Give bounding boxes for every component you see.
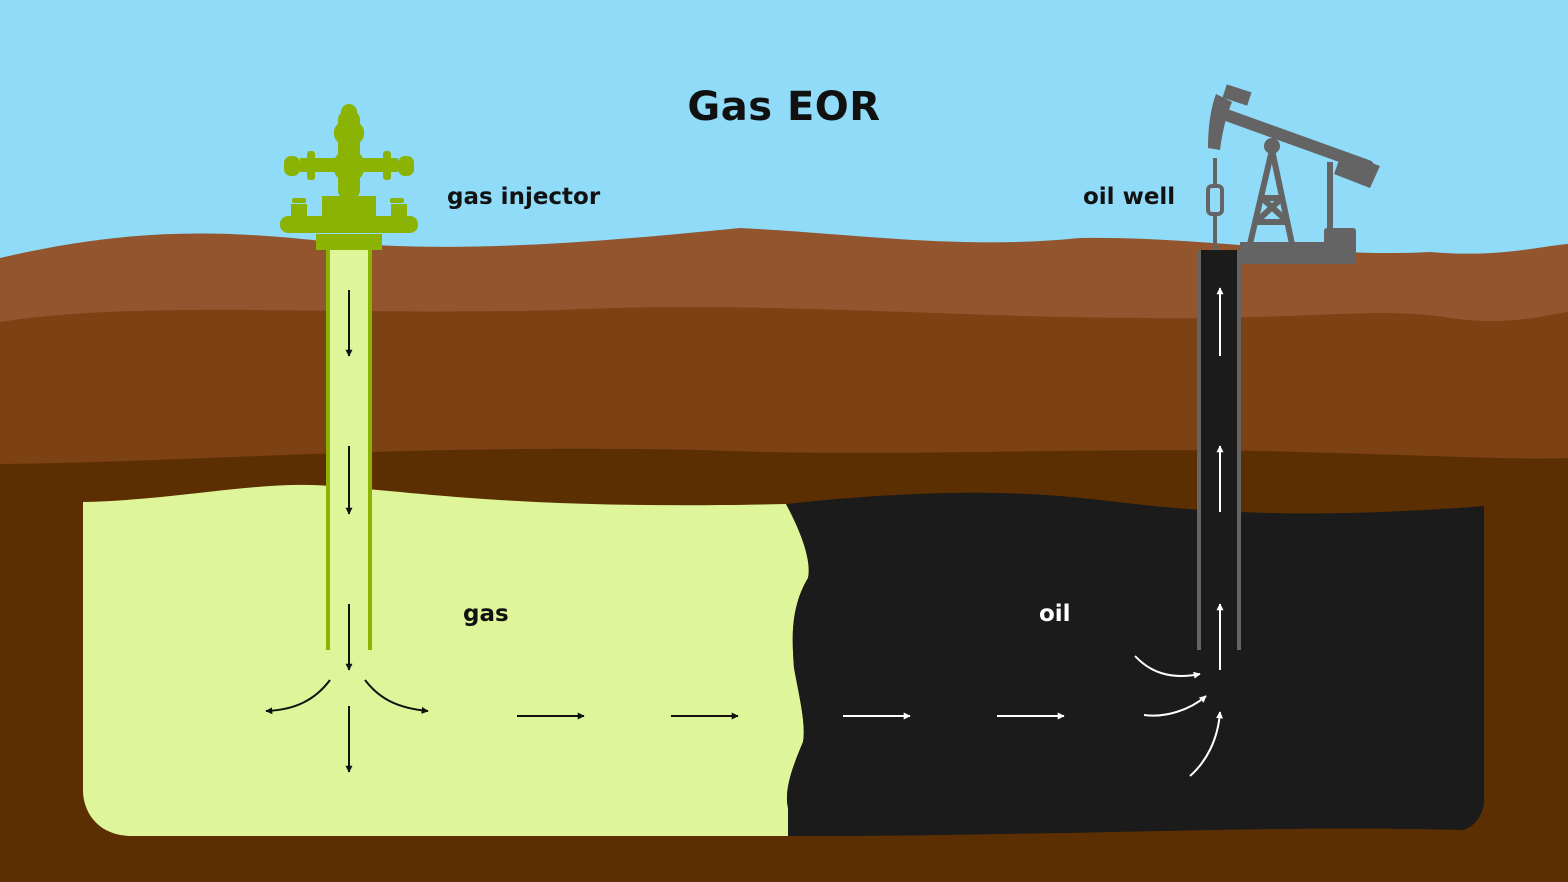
oil-zone-label: oil [1039, 601, 1071, 627]
injection-flow-arrows [265, 290, 739, 773]
gas-zone [83, 484, 809, 836]
gas-injector-label: gas injector [447, 184, 601, 210]
wellhead-injector-icon [280, 104, 418, 250]
pump-jack-icon [1206, 84, 1380, 264]
oil-flow-arrows [843, 287, 1224, 777]
oil-well-label: oil well [1083, 184, 1176, 210]
diagram-title: Gas EOR [687, 84, 881, 130]
oil-zone [786, 492, 1484, 836]
gas-zone-label: gas [463, 601, 509, 627]
